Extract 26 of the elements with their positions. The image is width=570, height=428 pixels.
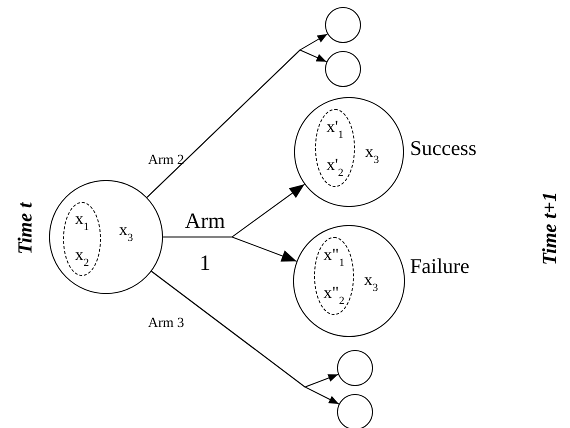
state-circle — [294, 97, 404, 207]
arrow — [162, 236, 298, 262]
state-circle — [49, 180, 163, 294]
dashed-ellipse — [314, 237, 354, 315]
variable-label: x'$_{1}$ — [326, 118, 344, 140]
edge-label: Arm 3 — [148, 316, 184, 332]
variable-label: x$_{3}$ — [119, 221, 133, 244]
dashed-ellipse — [315, 109, 355, 187]
empty-state-circle — [325, 7, 361, 43]
variable-label: x$_{3}$ — [365, 143, 379, 166]
variable-label: x'$_{2}$ — [326, 156, 344, 178]
empty-state-circle — [337, 350, 373, 386]
time-label: Time t — [14, 202, 38, 254]
empty-state-circle — [337, 394, 373, 428]
time-label: Time t+1 — [538, 191, 562, 265]
variable-label: x$_{3}$ — [364, 271, 378, 294]
variable-label: x$_{2}$ — [75, 246, 89, 268]
outcome-label: Success — [410, 136, 476, 161]
edge-label: Arm 1 — [184, 207, 226, 277]
state-circle — [293, 225, 405, 337]
outcome-label: Failure — [410, 254, 470, 279]
variable-label: x"$_{1}$ — [324, 246, 344, 268]
empty-state-circle — [325, 51, 361, 87]
variable-label: x"$_{2}$ — [324, 284, 344, 306]
dashed-ellipse — [63, 202, 101, 276]
variable-label: x$_{1}$ — [75, 210, 89, 232]
